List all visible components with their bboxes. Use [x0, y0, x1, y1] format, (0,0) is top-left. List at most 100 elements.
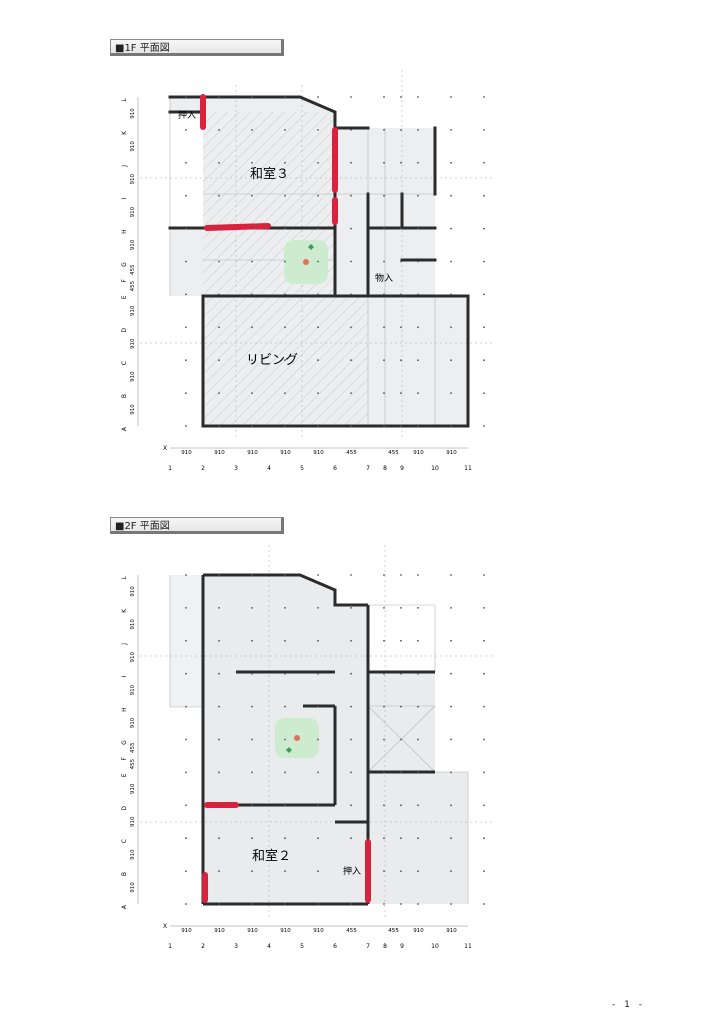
grid-dot — [185, 96, 187, 98]
grid-dot — [483, 129, 485, 131]
grid-dot — [417, 738, 419, 741]
row-dimension: 455 — [130, 264, 136, 275]
col-dimension: 910 — [446, 928, 457, 934]
grid-dot — [417, 804, 419, 807]
grid-dot — [483, 392, 485, 394]
grid-dot — [317, 161, 319, 164]
grid-dot — [317, 903, 319, 905]
row-dimension: 910 — [130, 882, 136, 893]
grid-dot — [483, 194, 485, 197]
axis-mark: X — [163, 923, 167, 930]
grid-dot — [383, 293, 385, 296]
grid-dot — [417, 903, 419, 905]
grid-dot — [400, 837, 402, 840]
grid-dot — [251, 607, 253, 609]
grid-dot — [350, 804, 352, 807]
col-dimension: 910 — [280, 928, 291, 934]
plan-2f: 和室２ 押入 — [140, 545, 495, 920]
grid-dot — [251, 639, 253, 642]
grid-dot — [284, 359, 286, 362]
col-label: 4 — [267, 943, 271, 950]
grid-dot — [284, 392, 286, 394]
grid-dot — [383, 194, 385, 197]
note-oshiire: 押入 — [343, 865, 361, 877]
col-label: 2 — [201, 465, 205, 472]
grid-dot — [350, 194, 352, 197]
grid-dot — [450, 96, 452, 98]
col-dimension: 910 — [247, 928, 258, 934]
grid-dot — [483, 260, 485, 263]
grid-dot — [317, 804, 319, 807]
row-label: L — [121, 576, 128, 580]
note-monoire: 物入 — [375, 272, 393, 284]
row-dimension: 910 — [130, 783, 136, 794]
grid-dot — [185, 672, 187, 675]
row-label: J — [121, 643, 128, 646]
row-dimension: 910 — [130, 816, 136, 827]
row-label: D — [121, 806, 128, 811]
grid-dot — [218, 260, 220, 263]
grid-dot — [483, 425, 485, 427]
grid-dot — [383, 639, 385, 642]
grid-dot — [317, 771, 319, 774]
grid-dot — [417, 639, 419, 642]
row-dimension: 910 — [130, 684, 136, 695]
col-label: 6 — [333, 943, 337, 950]
grid-dot — [317, 425, 319, 427]
grid-dot — [218, 705, 220, 708]
grid-dot — [218, 672, 220, 675]
col-label: 6 — [333, 465, 337, 472]
rigidity-point — [286, 747, 292, 753]
row-dimension: 455 — [130, 758, 136, 769]
row-dimension: 910 — [130, 717, 136, 728]
grid-dot — [350, 903, 352, 905]
grid-dot — [417, 870, 419, 872]
grid-dot — [251, 293, 253, 296]
grid-dot — [450, 639, 452, 642]
grid-dot — [350, 293, 352, 296]
plan-title-1f: ■1F 平面図 — [110, 39, 284, 56]
grid-dot — [400, 392, 402, 394]
grid-dot — [185, 161, 187, 164]
grid-dot — [185, 227, 187, 230]
grid-dot — [417, 837, 419, 840]
grid-dot — [350, 607, 352, 609]
row-dimension: 910 — [130, 652, 136, 663]
grid-dot — [218, 392, 220, 394]
grid-dot — [284, 705, 286, 708]
grid-dot — [317, 359, 319, 362]
grid-dot — [185, 194, 187, 197]
grid-dot — [284, 607, 286, 609]
grid-dot — [185, 425, 187, 427]
grid-dot — [218, 96, 220, 98]
grid-dot — [350, 359, 352, 362]
row-label: H — [121, 229, 128, 234]
grid-dot — [483, 771, 485, 774]
grid-dot — [483, 738, 485, 741]
grid-dot — [218, 161, 220, 164]
grid-dot — [185, 771, 187, 774]
grid-dot — [251, 129, 253, 131]
grid-dot — [185, 837, 187, 840]
grid-dot — [450, 837, 452, 840]
grid-dot — [400, 639, 402, 642]
row-label: J — [121, 165, 128, 168]
grid-dot — [383, 870, 385, 872]
center-point — [294, 735, 300, 741]
grid-dot — [483, 672, 485, 675]
grid-dot — [284, 738, 286, 741]
grid-dot — [251, 359, 253, 362]
grid-dot — [400, 705, 402, 708]
plan-1f: 和室３ リビング 押入 物入 — [140, 70, 495, 440]
grid-dot — [417, 326, 419, 329]
grid-dot — [218, 738, 220, 741]
col-dimension: 910 — [446, 450, 457, 456]
grid-dot — [383, 326, 385, 329]
col-dimension: 910 — [313, 928, 324, 934]
row-dimension: 910 — [130, 305, 136, 316]
row-label: L — [121, 98, 128, 102]
row-label: F — [121, 757, 128, 761]
row-dimension: 910 — [130, 849, 136, 860]
grid-dot — [317, 837, 319, 840]
